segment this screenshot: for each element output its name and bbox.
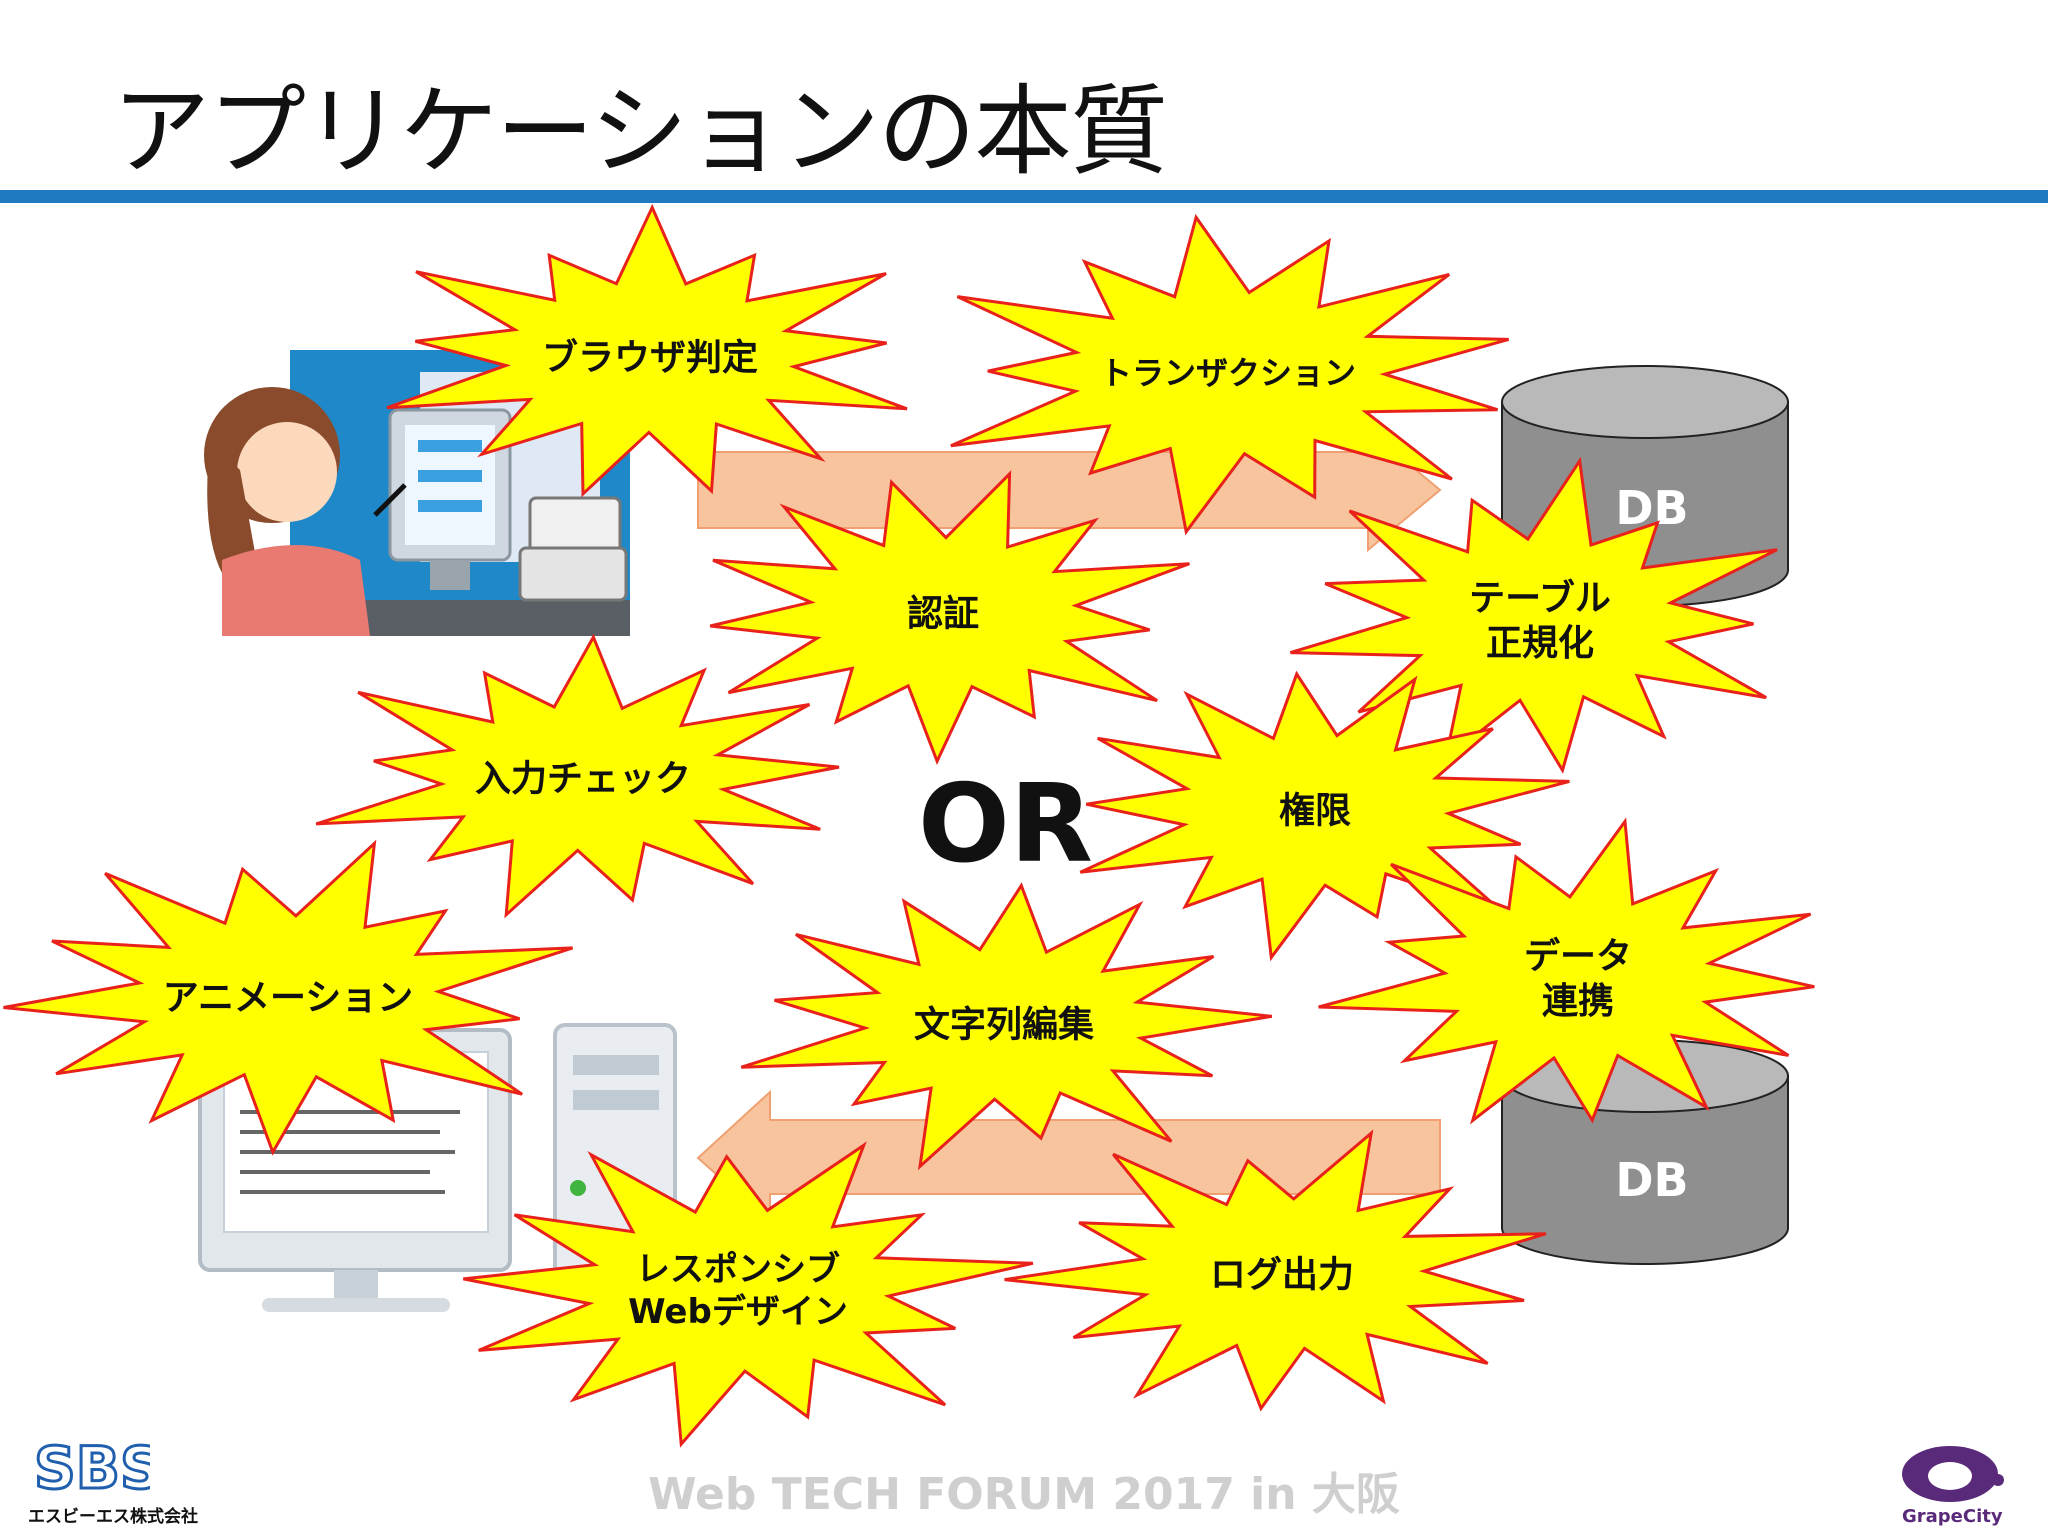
burst-anim: アニメーション <box>3 839 574 1156</box>
database-bottom-icon: DB <box>1501 1039 1789 1265</box>
burst-transaction: トランザクション <box>950 213 1510 536</box>
burst-label: テーブル <box>1469 577 1611 619</box>
burst-label: 権限 <box>1279 791 1351 832</box>
slide-title: アプリケーションの本質 <box>112 75 1168 189</box>
burst-shape <box>463 1141 1034 1448</box>
grapecity-logo-text: GrapeCity <box>1902 1506 2003 1527</box>
sbs-logo: SBS <box>30 1432 164 1504</box>
burst-label: 連携 <box>1542 981 1614 1022</box>
burst-label: レスポンシブ <box>636 1250 840 1290</box>
burst-string: 文字列編集 <box>740 882 1273 1171</box>
burst-shape <box>1004 1129 1547 1412</box>
burst-shape <box>950 213 1510 536</box>
sbs-company-name: エスビーエス株式会社 <box>28 1507 198 1527</box>
burst-label: Webデザイン <box>628 1292 848 1332</box>
burst-label: ログ出力 <box>1210 1255 1354 1296</box>
burst-shape <box>315 633 840 919</box>
burst-label: 文字列編集 <box>914 1005 1094 1046</box>
burst-label: アニメーション <box>163 978 414 1019</box>
burst-browser: ブラウザ判定 <box>386 203 908 498</box>
burst-label: データ <box>1524 935 1632 977</box>
sbs-logo-mark: SBS <box>34 1434 150 1496</box>
burst-label: 入力チェック <box>475 759 691 800</box>
burst-shape <box>386 203 908 498</box>
grapecity-logo <box>1880 1440 2020 1514</box>
burst-label: ブラウザ判定 <box>542 337 758 379</box>
burst-shape <box>740 882 1273 1171</box>
footer-event-title: Web TECH FORUM 2017 in 大阪 <box>648 1469 1400 1520</box>
burst-label: 正規化 <box>1486 623 1594 664</box>
database-bottom-label: DB <box>1615 1153 1688 1207</box>
burst-auth: 認証 <box>709 470 1190 766</box>
burst-shape <box>1318 817 1815 1125</box>
burst-log: ログ出力 <box>1004 1129 1547 1412</box>
title-underline <box>0 190 2048 203</box>
burst-label: 認証 <box>907 594 979 635</box>
or-label: OR <box>918 762 1093 887</box>
burst-label: トランザクション <box>1100 354 1356 392</box>
burst-shape <box>3 839 574 1156</box>
burst-input: 入力チェック <box>315 633 840 919</box>
burst-shape <box>709 470 1190 766</box>
